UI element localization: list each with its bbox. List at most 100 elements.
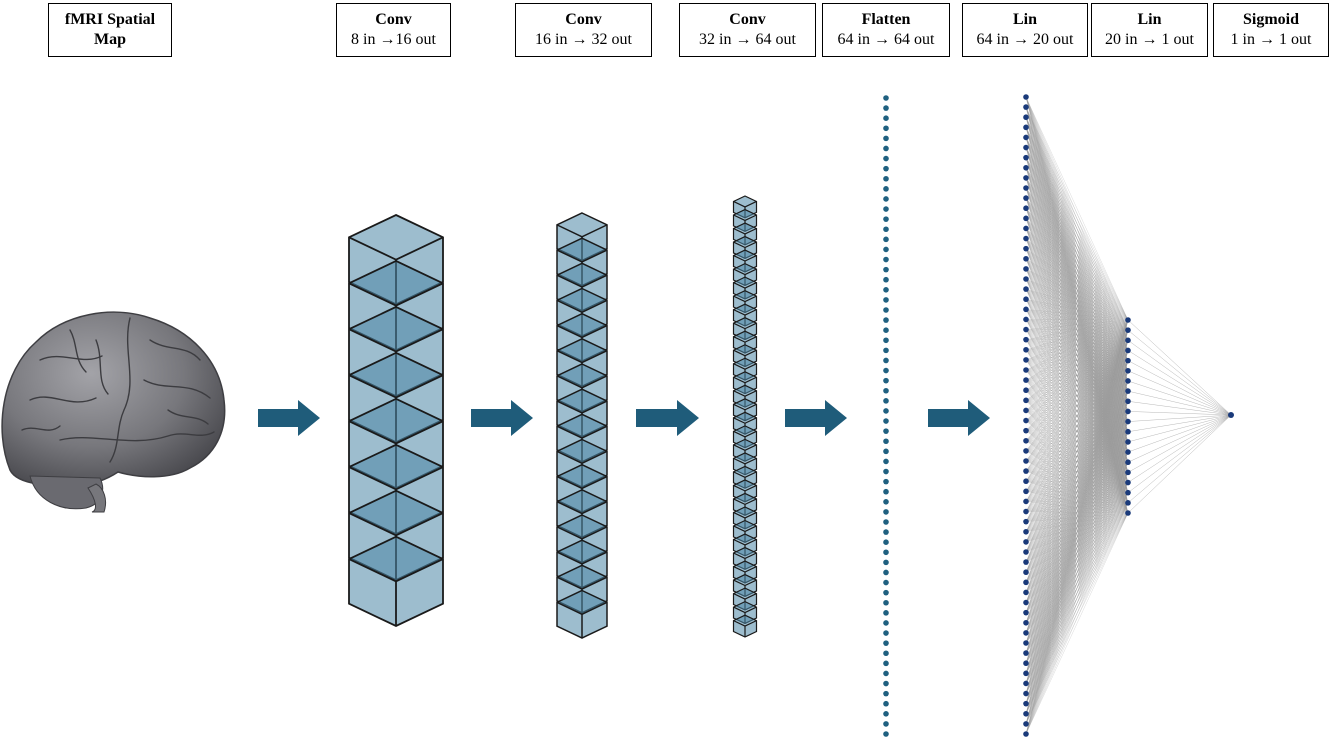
connection-line [1025, 167, 1129, 321]
connection-line [1025, 319, 1129, 512]
lin1-node [1023, 478, 1029, 485]
flatten-node [883, 105, 889, 111]
connection-line [1025, 319, 1129, 684]
connection-line [1025, 472, 1129, 735]
lin1-node [1023, 630, 1029, 636]
lin1-node [1023, 316, 1029, 323]
feature-map-block [556, 589, 608, 639]
connection-line [1025, 319, 1129, 421]
header-conv1-title: Conv [375, 11, 412, 28]
lin1-node [1023, 599, 1029, 606]
flatten-node [883, 711, 889, 717]
header-lin1-title: Lin [1012, 11, 1037, 28]
header-conv3: Conv 32 in → 64 out [679, 3, 816, 57]
lin1-node [1023, 326, 1029, 333]
connection-line [1025, 319, 1129, 330]
lin1-node [1023, 377, 1029, 383]
lin1-node [1023, 255, 1029, 262]
flatten-node [883, 509, 889, 515]
lin2-node [1125, 408, 1131, 415]
header-conv1: Conv 8 in →16 out [336, 3, 451, 57]
connection-line [1025, 96, 1129, 321]
connection-line [1127, 401, 1232, 416]
connection-line [1025, 228, 1129, 321]
flatten-node [883, 700, 889, 707]
flatten-node [883, 125, 889, 132]
right-arrow-icon [928, 400, 990, 436]
connection-line [1025, 319, 1129, 593]
header-conv2-sub: 16 in → 32 out [535, 31, 632, 48]
connection-line [1127, 414, 1232, 432]
flatten-node [883, 95, 889, 101]
connection-line [1025, 218, 1129, 321]
lin1-node [1023, 407, 1029, 414]
lin1-node [1023, 387, 1029, 394]
flatten-node [883, 287, 889, 293]
flatten-node [883, 630, 889, 636]
feature-map-block [348, 535, 444, 627]
brain-icon [1, 311, 226, 513]
flatten-node [883, 186, 889, 192]
lin2-node [1125, 500, 1131, 506]
connection-line [1025, 360, 1129, 735]
flatten-node [883, 387, 889, 394]
connection-line [1025, 319, 1129, 553]
flatten-node [883, 377, 889, 384]
flatten-node [883, 297, 889, 303]
flatten-node [883, 408, 889, 414]
header-lin2: Lin 20 in → 1 out [1091, 3, 1208, 57]
connection-line [1025, 319, 1129, 472]
lin2-node [1125, 388, 1131, 394]
connection-line [1025, 319, 1129, 654]
lin1-node [1023, 609, 1029, 616]
output-node [1228, 412, 1234, 418]
connection-line [1127, 360, 1232, 416]
connection-line [1025, 319, 1129, 573]
header-flatten: Flatten 64 in → 64 out [822, 3, 950, 57]
connection-line [1025, 137, 1129, 321]
lin1-node [1023, 528, 1029, 535]
connection-line [1025, 319, 1129, 482]
header-sigmoid: Sigmoid 1 in → 1 out [1213, 3, 1329, 57]
flatten-node [883, 145, 889, 152]
connection-line [1127, 350, 1232, 416]
connection-line [1025, 319, 1129, 411]
flatten-node [883, 398, 889, 404]
lin2-node [1125, 347, 1131, 354]
lin1-node [1023, 731, 1029, 737]
lin2-node [1125, 449, 1131, 455]
flatten-node [883, 307, 889, 313]
connection-line [1127, 390, 1232, 416]
header-conv3-sub: 32 in → 64 out [699, 31, 796, 48]
connection-line [1127, 414, 1232, 443]
flatten-node [883, 458, 889, 465]
header-conv2: Conv 16 in → 32 out [515, 3, 652, 57]
header-conv1-sub: 8 in →16 out [351, 31, 436, 48]
header-flatten-sub: 64 in → 64 out [837, 31, 935, 48]
lin1-node [1023, 640, 1029, 646]
connection-line [1025, 127, 1129, 321]
lin1-node [1023, 508, 1029, 515]
flatten-node [883, 236, 889, 243]
connection-line [1025, 238, 1129, 321]
connection-line [1025, 319, 1129, 644]
flatten-node [883, 367, 889, 374]
flatten-node [883, 276, 889, 283]
connection-line [1025, 319, 1129, 724]
flatten-node [883, 579, 889, 586]
lin1-node [1023, 367, 1029, 373]
connection-line [1025, 492, 1129, 735]
flatten-node [883, 599, 889, 606]
flatten-node [883, 206, 889, 212]
flatten-node [883, 428, 889, 434]
connection-line [1025, 248, 1129, 321]
connection-line [1127, 414, 1232, 483]
header-flatten-title: Flatten [861, 11, 911, 28]
connection-line [1025, 197, 1129, 321]
connection-line [1025, 411, 1129, 735]
flatten-node [883, 680, 889, 687]
lin1-node [1023, 579, 1029, 586]
connection-line [1025, 288, 1129, 321]
lin1-node [1023, 114, 1029, 121]
lin2-node [1125, 357, 1131, 364]
